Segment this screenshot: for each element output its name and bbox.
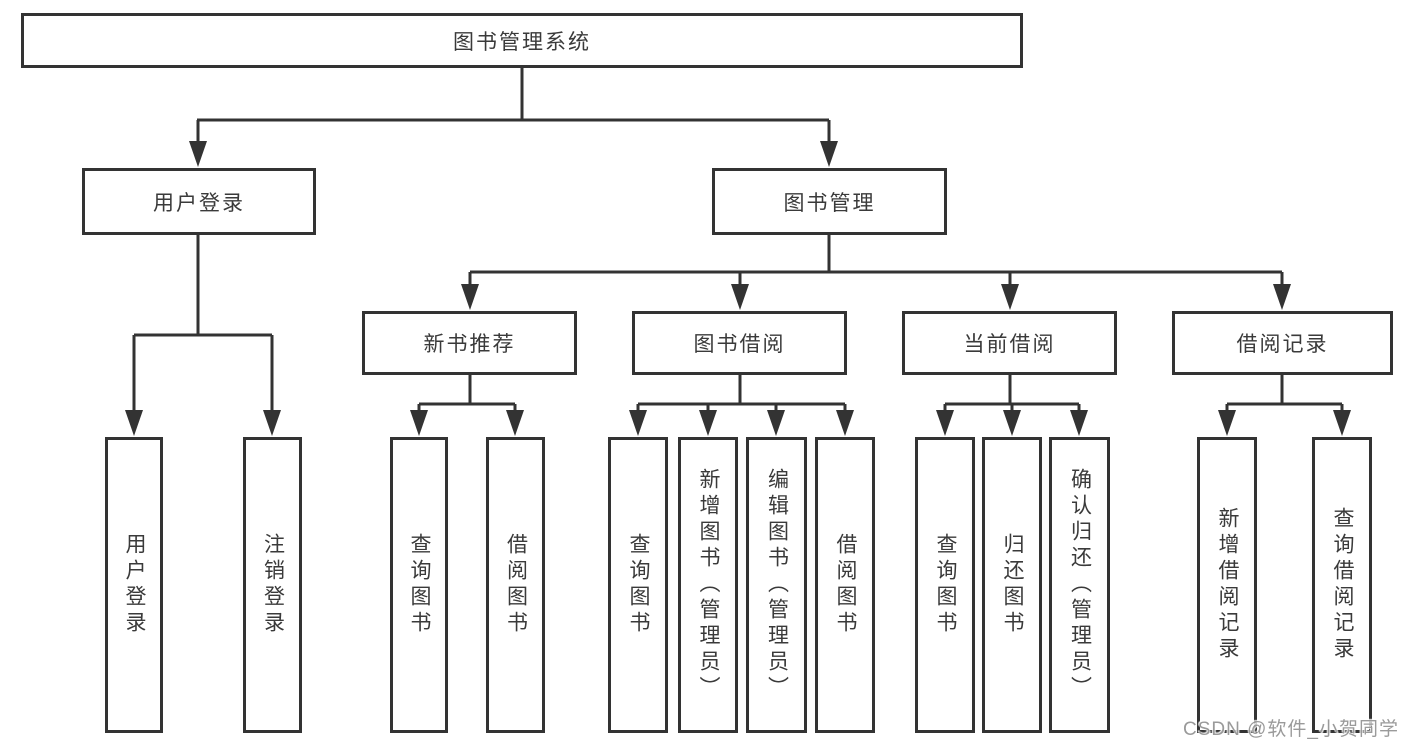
node-label: 图书借阅 bbox=[693, 333, 786, 356]
node-book-management: 图书管理 bbox=[712, 168, 947, 235]
leaf-label: 确认归还（管理员） bbox=[1068, 468, 1092, 702]
leaf-query-borrow-record: 查询借阅记录 bbox=[1312, 437, 1372, 733]
leaf-borrow-books: 借阅图书 bbox=[815, 437, 875, 733]
connector-current-borrow bbox=[936, 375, 1088, 436]
leaf-label: 查询借阅记录 bbox=[1331, 507, 1354, 663]
leaf-borrow-books-recommend: 借阅图书 bbox=[486, 437, 545, 733]
leaf-confirm-return-admin: 确认归还（管理员） bbox=[1049, 437, 1110, 733]
watermark-text: CSDN @软件_小贺同学 bbox=[1183, 719, 1399, 740]
connector-new-book bbox=[410, 375, 524, 436]
leaf-label: 编辑图书（管理员） bbox=[765, 468, 789, 702]
leaf-label: 借阅图书 bbox=[834, 533, 857, 637]
node-label: 图书管理系统 bbox=[453, 30, 591, 54]
connector-book-borrow bbox=[629, 375, 854, 436]
connector-root bbox=[189, 68, 838, 167]
leaf-label: 新增借阅记录 bbox=[1216, 507, 1239, 663]
leaf-query-books-recommend: 查询图书 bbox=[390, 437, 448, 733]
leaf-label: 用户登录 bbox=[123, 533, 146, 637]
node-book-management-system: 图书管理系统 bbox=[21, 13, 1023, 68]
leaf-label: 查询图书 bbox=[934, 533, 957, 637]
node-book-borrow: 图书借阅 bbox=[632, 311, 847, 375]
node-label: 用户登录 bbox=[153, 191, 245, 215]
node-new-book-recommend: 新书推荐 bbox=[362, 311, 577, 375]
leaf-logout: 注销登录 bbox=[243, 437, 302, 733]
leaf-edit-books-admin: 编辑图书（管理员） bbox=[746, 437, 807, 733]
leaf-label: 归还图书 bbox=[1001, 533, 1024, 637]
node-label: 图书管理 bbox=[783, 191, 876, 215]
node-current-borrow: 当前借阅 bbox=[902, 311, 1117, 375]
leaf-label: 借阅图书 bbox=[504, 533, 528, 637]
node-label: 借阅记录 bbox=[1236, 333, 1329, 356]
node-label: 新书推荐 bbox=[423, 333, 516, 356]
connector-book-management bbox=[461, 233, 1291, 310]
node-borrow-records: 借阅记录 bbox=[1172, 311, 1393, 375]
leaf-query-books-current: 查询图书 bbox=[915, 437, 975, 733]
leaf-label: 新增图书（管理员） bbox=[697, 468, 720, 702]
leaf-user-login: 用户登录 bbox=[105, 437, 163, 733]
leaf-query-books-borrow: 查询图书 bbox=[608, 437, 668, 733]
leaf-label: 注销登录 bbox=[261, 533, 285, 637]
node-label: 当前借阅 bbox=[963, 333, 1056, 356]
node-user-login: 用户登录 bbox=[82, 168, 316, 235]
leaf-label: 查询图书 bbox=[627, 533, 650, 637]
leaf-return-books: 归还图书 bbox=[982, 437, 1042, 733]
connector-user-login bbox=[125, 235, 281, 436]
connector-borrow-records bbox=[1218, 375, 1351, 436]
leaf-add-books-admin: 新增图书（管理员） bbox=[678, 437, 738, 733]
leaf-add-borrow-record: 新增借阅记录 bbox=[1197, 437, 1257, 733]
leaf-label: 查询图书 bbox=[408, 533, 431, 637]
